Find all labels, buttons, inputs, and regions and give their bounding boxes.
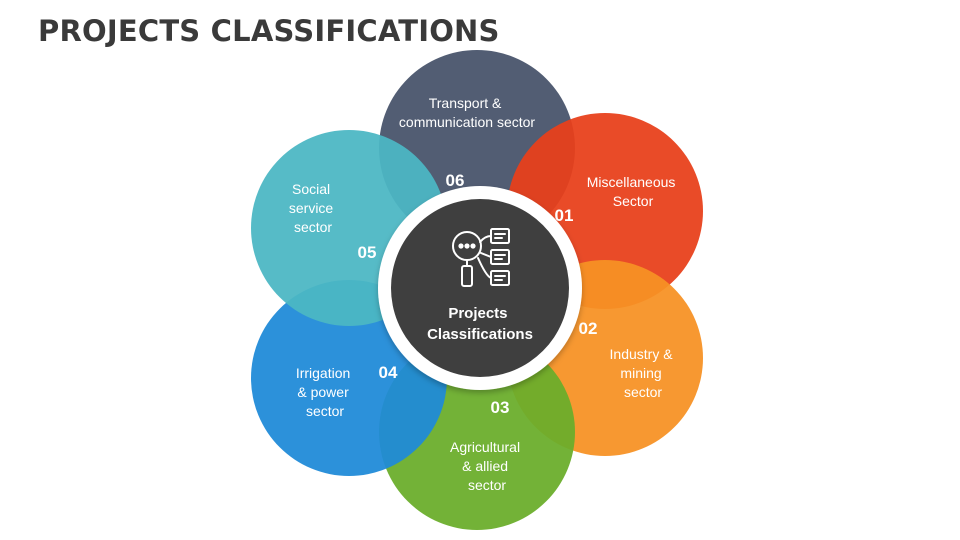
- sector-06-number: 06: [446, 171, 465, 190]
- sector-labels: Transport & communication sector Miscell…: [289, 95, 680, 493]
- sector-02-label: Industry & mining sector: [610, 346, 677, 400]
- sector-numbers: 06 01 02 03 04 05: [358, 171, 598, 417]
- center-label: Projects Classifications: [427, 305, 533, 343]
- sector-01-label: Miscellaneous Sector: [587, 174, 680, 209]
- sector-03-label: Agricultural & allied sector: [450, 439, 524, 493]
- sector-05-number: 05: [358, 243, 377, 262]
- center-hub: Projects Classifications: [378, 186, 582, 390]
- page-title: PROJECTS CLASSIFICATIONS: [38, 14, 500, 48]
- center-circle: [391, 199, 569, 377]
- sector-01-number: 01: [555, 206, 574, 225]
- sector-02-number: 02: [579, 319, 598, 338]
- sector-06-label: Transport & communication sector: [399, 95, 536, 130]
- magnifier-document-list-icon: [452, 228, 510, 287]
- sector-03-number: 03: [491, 398, 510, 417]
- sector-04-number: 04: [379, 363, 398, 382]
- sector-05-label: Social service sector: [289, 181, 337, 235]
- sector-04-label: Irrigation & power sector: [296, 365, 354, 419]
